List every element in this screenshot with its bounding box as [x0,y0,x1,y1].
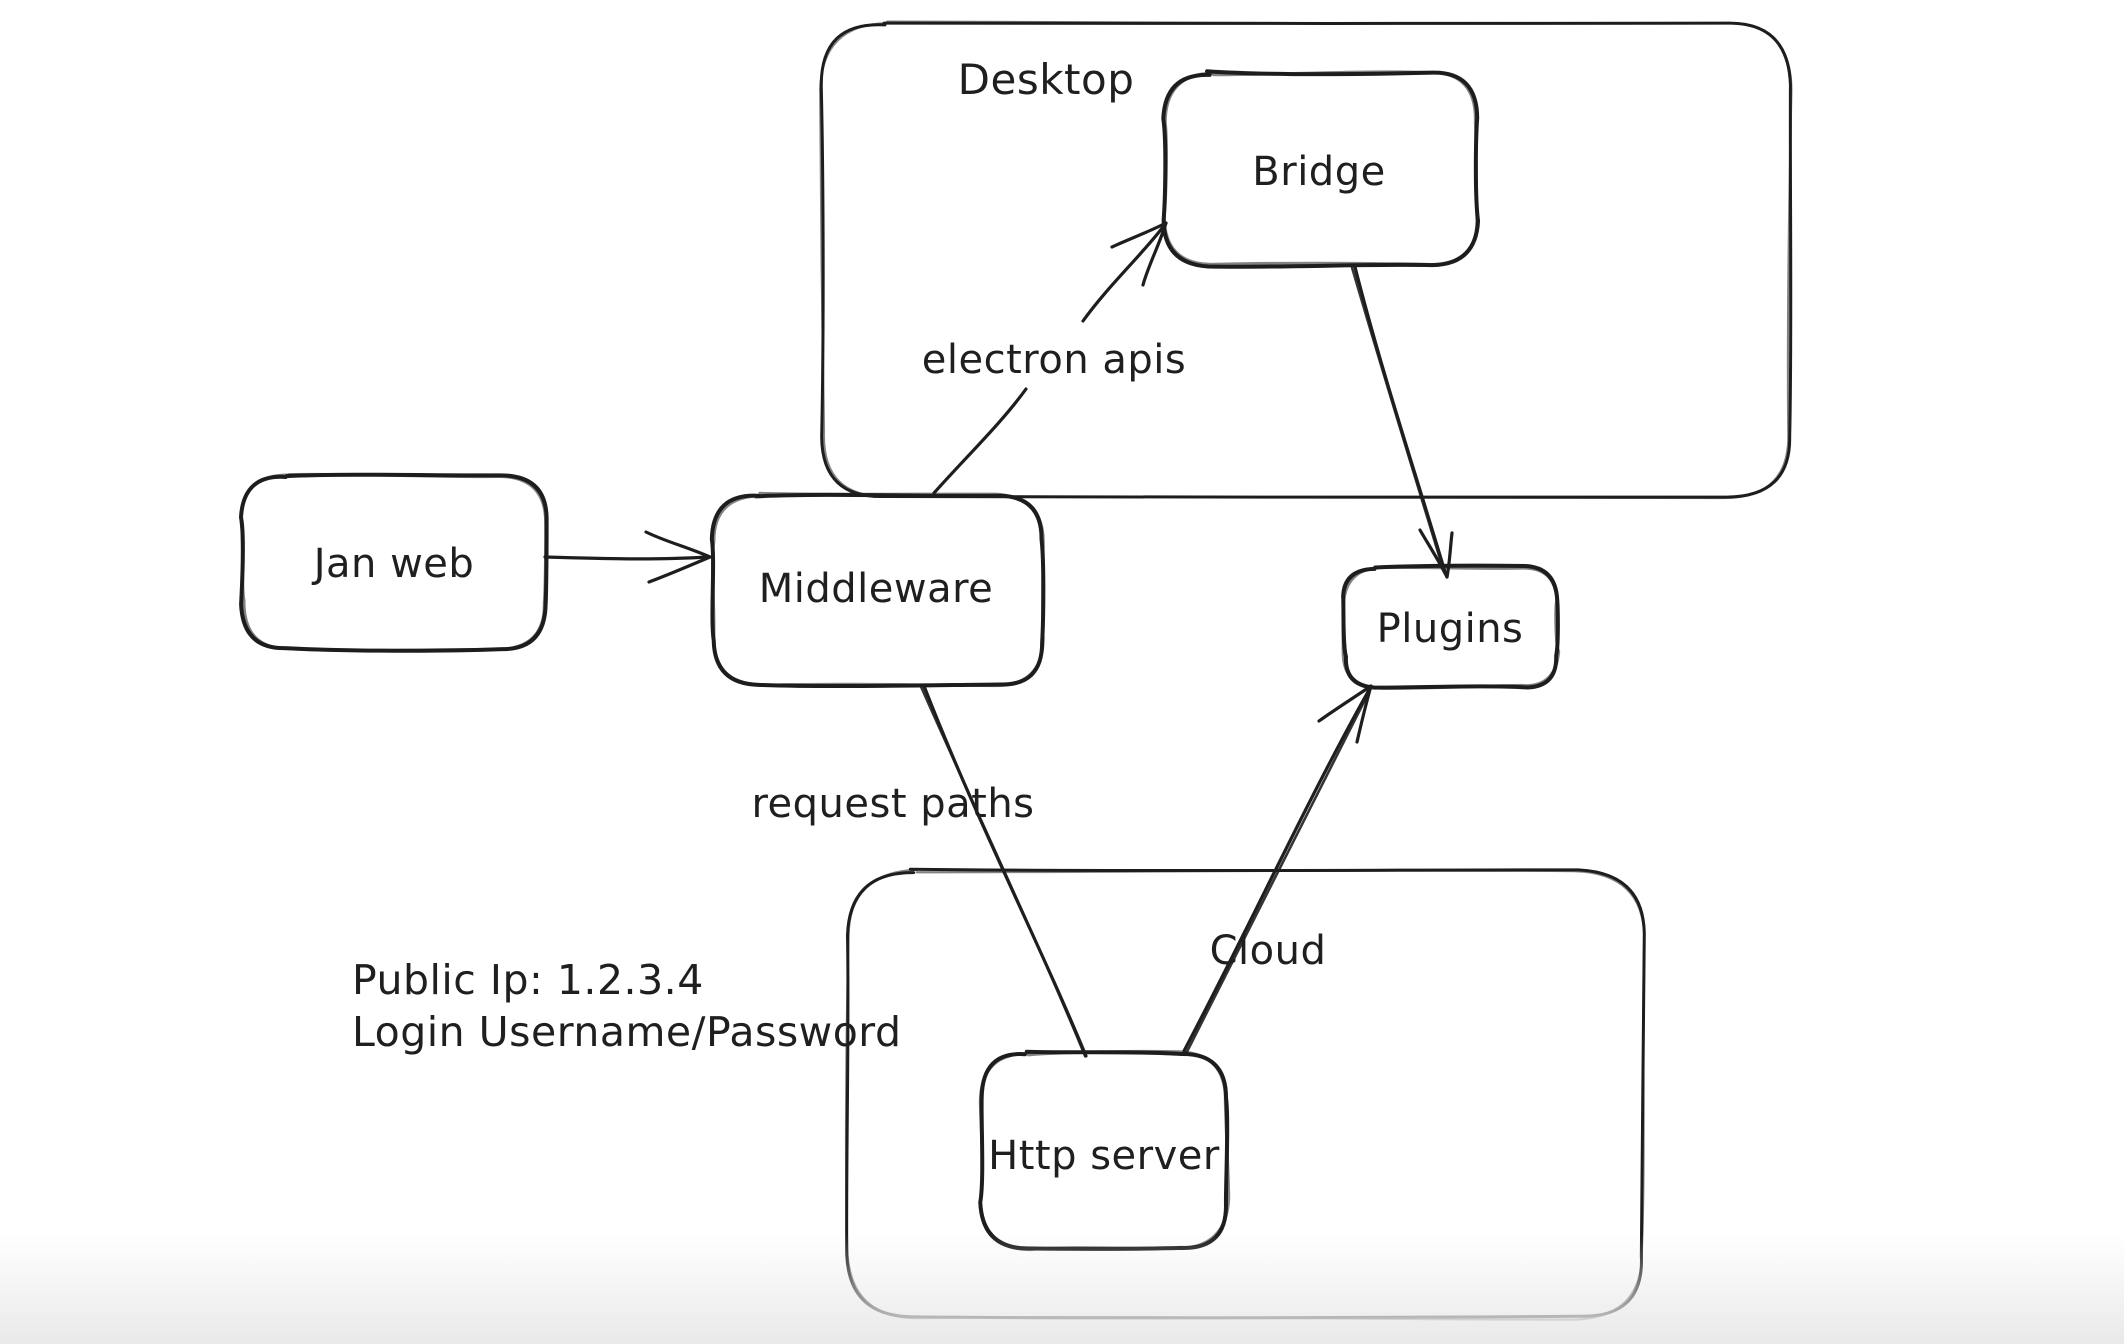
jan-web-node-box[interactable] [238,472,549,653]
arrow-http-server-to-plugins[interactable] [1182,684,1373,1054]
plugins-node-box[interactable] [1341,563,1561,690]
http-server-node-label: Http server [988,1133,1220,1179]
middleware-node-box[interactable] [709,491,1046,689]
jan-web-node-label: Jan web [313,541,475,587]
plugins-node-label: Plugins [1376,606,1524,652]
arrow-jan-web-to-middleware[interactable] [543,530,712,584]
bridge-node-box[interactable] [1161,69,1481,269]
bridge-node-label: Bridge [1252,149,1386,195]
request-paths-edge-label: request paths [751,781,1035,827]
arrow-bridge-to-plugins[interactable] [1350,265,1454,579]
public-ip-annotation: Public Ip: 1.2.3.4 [352,956,704,1004]
middleware-node-label: Middleware [758,566,994,612]
desktop-container-box[interactable] [819,20,1793,500]
login-annotation: Login Username/Password [352,1008,902,1056]
electron-apis-edge-label: electron apis [921,337,1187,383]
line-middleware-to-http-server[interactable] [919,684,1088,1058]
desktop-container-label: Desktop [957,54,1135,104]
cloud-container-label: Cloud [1209,928,1327,974]
